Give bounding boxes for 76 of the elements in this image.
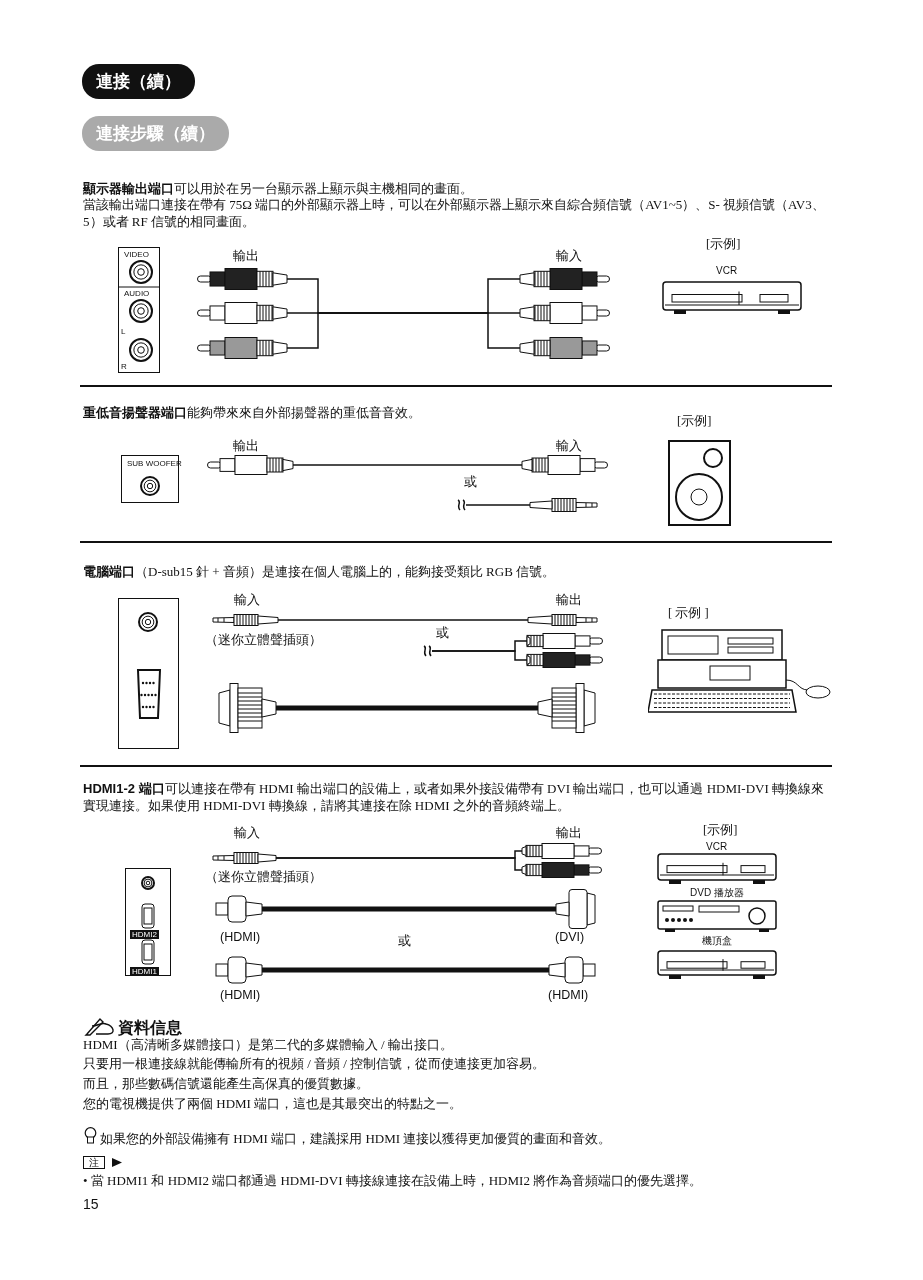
cable-line [286, 312, 521, 314]
connector-caption: (HDMI) [220, 930, 261, 944]
rca-plug-drawing [522, 455, 608, 475]
cable-line [275, 857, 523, 871]
vga-plug-drawing [538, 683, 596, 733]
jack-label: HDMI1 [130, 967, 159, 976]
info-text: 而且，那些數碼信號還能產生高保真的優質數據。 [83, 1075, 370, 1092]
rca-plug-drawing [522, 843, 602, 859]
mini-plug-drawing [212, 614, 278, 626]
page-number: 15 [83, 1196, 99, 1212]
connector-label: 輸出 [233, 248, 259, 265]
jack-label: VIDEO [124, 250, 149, 259]
rca-plug-drawing [520, 268, 610, 290]
thick-cable [262, 906, 556, 912]
rca-plug-drawing [197, 268, 287, 290]
rca-plug-drawing [207, 455, 293, 475]
example-label: [示例] [703, 822, 738, 839]
or-label: 或 [464, 474, 477, 491]
info-text: HDMI（高清晰多媒體接口）是第二代的多媒體輸入 / 輸出接口。 [83, 1036, 454, 1053]
cable-line [277, 619, 529, 621]
cable-line [465, 504, 531, 506]
dvi-plug-drawing [556, 889, 596, 929]
section-heading: 連接（續） [82, 64, 195, 99]
rca-plug-drawing [520, 337, 610, 359]
cable-line [286, 312, 521, 349]
rca-plug-drawing [520, 302, 610, 324]
hdmi-plug-drawing [215, 894, 262, 924]
connector-caption: （迷你立體聲插頭） [205, 869, 322, 886]
device-label: DVD 播放器 [690, 887, 744, 898]
subsection-heading: 連接步驟（續） [82, 116, 229, 151]
jack-label: AUDIO [124, 289, 150, 298]
connector-label: 輸入 [556, 438, 582, 455]
rca-plug-drawing [197, 302, 287, 324]
mini-plug-drawing [212, 852, 276, 864]
device-label: VCR [716, 265, 738, 276]
thick-cable [276, 705, 538, 711]
device-label: VCR [706, 841, 728, 852]
info-text: 您的電視機提供了兩個 HDMI 端口，這也是其最突出的特點之一。 [83, 1095, 464, 1112]
cable-line [292, 464, 523, 466]
cable-line [286, 278, 521, 314]
note-tag: 注 [83, 1156, 105, 1169]
rca-plug-drawing [522, 862, 602, 878]
connector-label: 輸出 [233, 438, 259, 455]
description-text: 電腦端口（D-sub15 針 + 音頻）是連接在個人電腦上的，能夠接受類比 RGB 信號。 [83, 563, 557, 580]
mini-plug-drawing [528, 614, 598, 626]
info-text: 只要用一根連接線就能傳輸所有的視頻 / 音頻 / 控制信號，從而使連接更加容易。 [83, 1055, 547, 1072]
thick-cable [262, 967, 549, 973]
hdmi-plug-drawing [215, 955, 262, 985]
example-label: [ 示例 ] [668, 605, 709, 622]
connector-caption: （迷你立體聲插頭） [205, 632, 322, 649]
or-label: 或 [436, 625, 449, 642]
connector-label: 輸入 [556, 248, 582, 265]
connector-caption: (DVI) [555, 930, 585, 944]
hdmi-plug-drawing [549, 955, 596, 985]
description-text: 顯示器輸出端口可以用於在另一台顯示器上顯示與主機相同的畫面。 [83, 180, 474, 197]
connector-caption: (HDMI) [220, 988, 261, 1002]
tip-text: 如果您的外部設備擁有 HDMI 端口，建議採用 HDMI 連接以獲得更加優質的畫面和音效。 [100, 1130, 613, 1147]
vga-plug-drawing [218, 683, 276, 733]
connector-caption: (HDMI) [548, 988, 589, 1002]
note-text: • 當 HDMI1 和 HDMI2 端口都通過 HDMI-DVI 轉接線連接在設備上時，HDMI2 將作為音頻端口的優先選擇。 [83, 1172, 704, 1189]
connector-label: 輸入 [234, 825, 260, 842]
example-label: [示例] [706, 236, 741, 253]
device-label: 機頂盒 [702, 935, 732, 946]
jack-label: R [121, 362, 127, 371]
connector-label: 輸入 [234, 592, 260, 609]
rca-plug-drawing [197, 337, 287, 359]
description-text: HDMI1-2 端口可以連接在帶有 HDMI 輸出端口的設備上，或者如果外接設備帶有 DVI 輸出端口，也可以通過 HDMI-DVI 轉換線來實現連接。如果使用 HDMI-DVI 轉換線，請將其連接在除 HDMI 之外的音頻終端上。 [83, 780, 825, 814]
description-text: 當該輸出端口連接在帶有 75Ω 端口的外部顯示器上時，可以在外部顯示器上顯示來自綜合頻信號（AV1~5）、S- 視頻信號（AV3、5）或者 RF 信號的相同畫面。 [83, 196, 826, 230]
mini-plug-drawing [530, 498, 598, 512]
jack-label: L [121, 327, 126, 336]
jack-label: HDMI2 [130, 930, 159, 939]
connector-label: 輸出 [556, 825, 582, 842]
section-heading: 資料信息 [118, 1018, 182, 1038]
example-label: [示例] [677, 413, 712, 430]
connector-label: 輸出 [556, 592, 582, 609]
or-label: 或 [398, 933, 411, 950]
